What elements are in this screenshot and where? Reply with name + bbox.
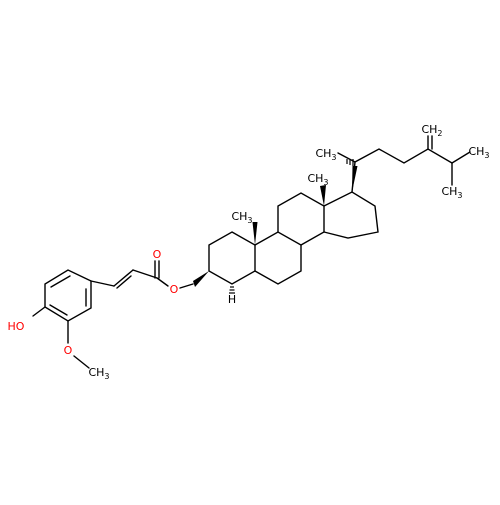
carbonyl-alkene-bond — [132, 269, 158, 279]
ring-b-bonds — [254, 231, 302, 285]
methylene-label: CH2 — [421, 123, 442, 138]
alkene-bond-1 — [113, 269, 134, 287]
ring-d-bonds — [323, 191, 379, 239]
c20-methyl-bond — [337, 152, 356, 163]
alkene-bond-2 — [116, 275, 132, 289]
alkene-aryl-bond — [90, 280, 115, 287]
hydroxyl-label: HO — [8, 320, 25, 333]
methoxy-methyl-label: CH3 — [88, 366, 109, 381]
ester-oxygen-label: O — [170, 283, 179, 296]
c10-methyl-wedge — [252, 222, 258, 245]
c5-hash-bond — [229, 286, 235, 294]
c5-hydrogen-label: H — [228, 293, 236, 306]
ring-c-bonds — [277, 192, 325, 246]
c10-methyl-label: CH3 — [231, 210, 252, 225]
c13-methyl-wedge — [320, 185, 326, 206]
o-c9-bond — [179, 283, 194, 289]
c3-oxygen-wedge — [193, 271, 209, 287]
c20-hash-bond — [346, 159, 354, 166]
c13-methyl-label: CH3 — [307, 172, 328, 187]
hydroxyl-bond — [32, 306, 46, 317]
methoxy-methyl-bond — [73, 355, 90, 369]
aromatic-double-2 — [49, 304, 68, 316]
methoxy-oxygen-label: O — [64, 344, 73, 357]
bonds — [32, 135, 471, 369]
stereo-bonds — [193, 159, 358, 294]
aromatic-double-1 — [50, 275, 71, 288]
o-carbonyl-bond — [156, 277, 169, 287]
isopropyl-methyl-b-label: CH3 — [441, 185, 462, 200]
c17-sidechain-wedge — [352, 166, 358, 192]
c20-methyl-label: CH3 — [315, 147, 336, 162]
isopropyl-methyl-a-label: CH3 — [468, 145, 489, 160]
atom-labels: O O HO O CH3 CH3 CH3 H CH3 CH2 CH3 CH3 — [8, 123, 490, 381]
carbonyl-oxygen-label: O — [153, 248, 162, 261]
isopropyl-bond-a — [451, 151, 471, 164]
